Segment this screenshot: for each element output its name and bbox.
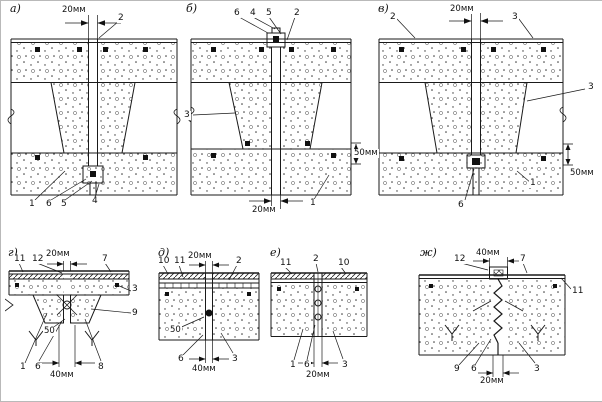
panel-g: г) 11 12 20мм 7 3 9 50 1 6 40мм 8 <box>5 247 153 399</box>
callout-11: 11 <box>173 256 187 266</box>
callout-6: 6 <box>34 362 42 372</box>
dim-20mm-top: 20мм <box>61 5 87 15</box>
callout-10: 10 <box>337 258 351 268</box>
callout-9: 9 <box>453 364 461 374</box>
panel-g-letter: г) <box>8 246 18 259</box>
note-50: 50 <box>43 326 56 336</box>
panel-d: д) 10 11 20мм 2 50 6 40мм 3 <box>155 247 267 399</box>
callout-12: 12 <box>31 254 45 264</box>
callout-3: 3 <box>341 360 349 370</box>
callout-3: 3 <box>231 354 239 364</box>
callout-2: 2 <box>312 254 320 264</box>
callout-2: 2 <box>235 256 243 266</box>
callout-1: 1 <box>529 178 537 188</box>
callout-3: 3 <box>183 110 191 120</box>
callout-3-top: 3 <box>511 12 519 22</box>
callout-3: 3 <box>131 284 139 294</box>
panel-d-drawing <box>158 261 260 363</box>
callout-6: 6 <box>303 360 311 370</box>
dim-40mm-top: 40мм <box>475 248 501 258</box>
dim-20mm-top: 20мм <box>45 249 71 259</box>
panel-v-drawing <box>378 13 586 201</box>
panel-v: в) 2 20мм 3 3 50мм 6 1 <box>373 3 601 221</box>
panel-zh-drawing <box>418 257 572 377</box>
callout-12: 12 <box>453 254 467 264</box>
panel-a-letter: а) <box>10 2 21 15</box>
note-50: 50 <box>169 325 182 335</box>
callout-1: 1 <box>28 199 36 209</box>
dim-20mm-top: 20мм <box>187 251 213 261</box>
panel-a: а) 20мм 2 1 6 5 4 <box>7 3 181 221</box>
callout-2: 2 <box>117 13 125 23</box>
callout-6: 6 <box>233 8 241 18</box>
callout-11: 11 <box>13 254 27 264</box>
callout-4: 4 <box>249 8 257 18</box>
panel-b: б) 6 4 5 2 3 50мм 20мм 1 <box>183 3 383 221</box>
callout-1: 1 <box>19 362 27 372</box>
dim-50mm-right: 50мм <box>569 168 595 178</box>
callout-11: 11 <box>279 258 293 268</box>
callout-6: 6 <box>470 364 478 374</box>
panel-a-drawing <box>7 15 181 201</box>
callout-6: 6 <box>177 354 185 364</box>
panel-e-letter: е) <box>270 246 281 259</box>
dim-20mm-bottom: 20мм <box>305 370 331 380</box>
dim-50mm-right: 50мм <box>353 148 379 158</box>
callout-1: 1 <box>289 360 297 370</box>
callout-5: 5 <box>265 8 273 18</box>
callout-7: 7 <box>101 254 109 264</box>
dim-20mm-top: 20мм <box>449 4 475 14</box>
panel-g-drawing <box>5 261 132 367</box>
callout-9: 9 <box>131 308 139 318</box>
callout-8: 8 <box>97 362 105 372</box>
dim-40mm-bottom: 40мм <box>49 370 75 380</box>
panel-b-letter: б) <box>186 2 198 15</box>
callout-6: 6 <box>457 200 465 210</box>
panel-zh-letter: ж) <box>420 246 437 259</box>
callout-2: 2 <box>389 12 397 22</box>
callout-1: 1 <box>309 198 317 208</box>
callout-5: 5 <box>60 199 68 209</box>
panel-d-letter: д) <box>158 246 170 259</box>
callout-4: 4 <box>91 196 99 206</box>
dim-40mm-bottom: 40мм <box>191 364 217 374</box>
panel-e-drawing <box>270 262 368 367</box>
callout-3-right: 3 <box>587 82 595 92</box>
callout-11: 11 <box>571 286 585 296</box>
callout-7: 7 <box>519 254 527 264</box>
callout-3: 3 <box>533 364 541 374</box>
panel-v-letter: в) <box>378 2 389 15</box>
panel-b-drawing <box>187 16 361 209</box>
callout-10: 10 <box>157 256 171 266</box>
callout-2: 2 <box>293 8 301 18</box>
panel-e: е) 11 2 10 1 6 20мм 3 <box>267 247 373 399</box>
panel-zh: ж) 12 40мм 7 11 9 6 20мм 3 <box>415 247 601 399</box>
dim-20mm-bottom: 20мм <box>479 376 505 386</box>
callout-6: 6 <box>45 199 53 209</box>
dim-20mm-bottom: 20мм <box>251 205 277 215</box>
